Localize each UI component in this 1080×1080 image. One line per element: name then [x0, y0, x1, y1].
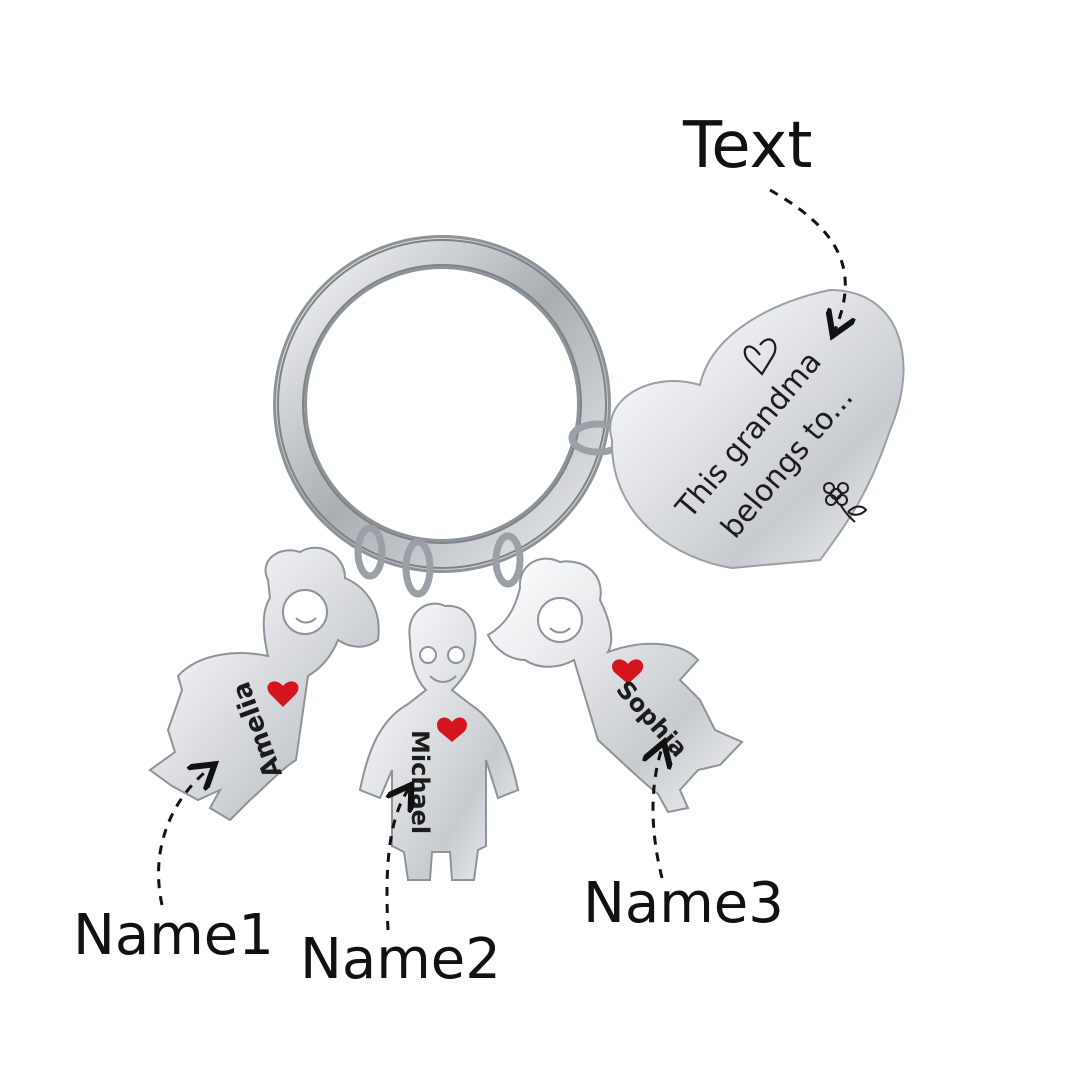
red-heart-icon: [612, 659, 644, 684]
arrow-name1: [157, 768, 210, 906]
arrow-name3: [653, 748, 662, 879]
red-heart-icon: [267, 681, 299, 707]
heart-tag: This grandma belongs to...: [609, 288, 905, 570]
callout-arrows: [157, 188, 846, 931]
callout-name3: Name3: [583, 871, 784, 936]
charm-name-center: Michael: [406, 730, 434, 834]
flower-icon: [823, 482, 868, 523]
charm-girl-right: Sophia: [486, 557, 744, 814]
callout-text: Text: [683, 109, 813, 183]
charm-girl-left: Amelia: [148, 546, 380, 822]
callout-name2: Name2: [300, 927, 501, 992]
arrow-name2: [385, 790, 408, 931]
arrow-text: [769, 188, 845, 330]
key-ring: [273, 235, 611, 573]
outline-heart-icon: [743, 338, 777, 376]
callout-name1: Name1: [73, 903, 274, 968]
red-heart-icon: [436, 717, 468, 742]
